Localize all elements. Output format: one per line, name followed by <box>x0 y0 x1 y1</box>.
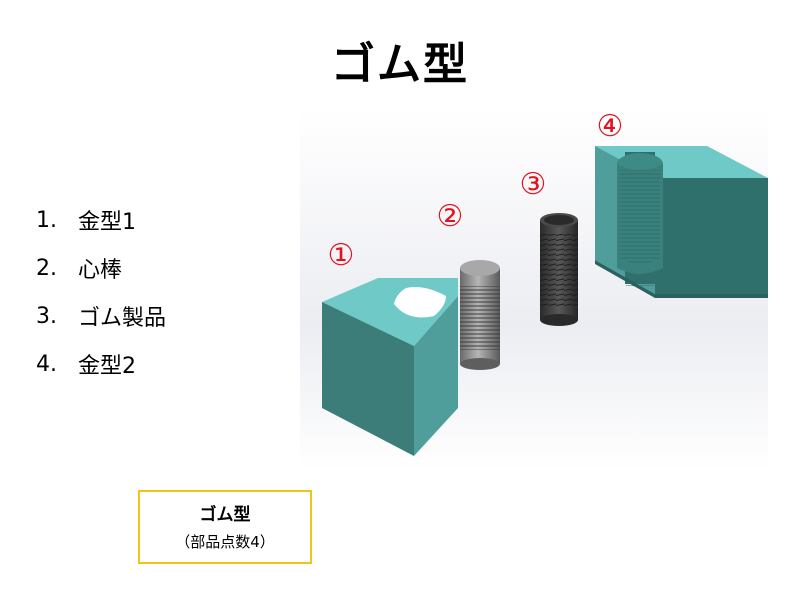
list-item-label: 金型1 <box>78 210 136 235</box>
rubber-product <box>540 213 578 326</box>
mold-illustration: ① ② ③ ④ <box>300 108 768 470</box>
slide-title: ゴム型 <box>331 39 469 90</box>
list-item-number: 3. <box>36 303 57 329</box>
callout-1: ① <box>328 238 355 273</box>
list-item: 1. 金型1 <box>36 196 166 244</box>
callout-4: ④ <box>597 109 624 144</box>
callout-3: ③ <box>520 167 547 202</box>
list-item: 3. ゴム製品 <box>36 292 166 340</box>
callout-2: ② <box>437 199 464 234</box>
mold-exploded-view: ① ② ③ ④ <box>300 108 768 470</box>
list-item-number: 2. <box>36 255 57 281</box>
list-item-label: 心棒 <box>78 258 123 283</box>
list-item: 4. 金型2 <box>36 340 166 388</box>
caption-subtitle: （部品点数4） <box>175 533 275 551</box>
list-item-label: ゴム製品 <box>78 306 167 331</box>
core-rod <box>460 260 500 370</box>
caption-title: ゴム型 <box>199 505 251 525</box>
list-item-number: 4. <box>36 351 57 377</box>
parts-list: 1. 金型1 2. 心棒 3. ゴム製品 4. 金型2 <box>36 196 166 388</box>
caption-box: ゴム型 （部品点数4） <box>138 490 312 564</box>
list-item: 2. 心棒 <box>36 244 166 292</box>
list-item-label: 金型2 <box>78 354 136 379</box>
mold-1 <box>322 278 458 456</box>
list-item-number: 1. <box>36 207 57 233</box>
mold-2 <box>595 146 768 298</box>
